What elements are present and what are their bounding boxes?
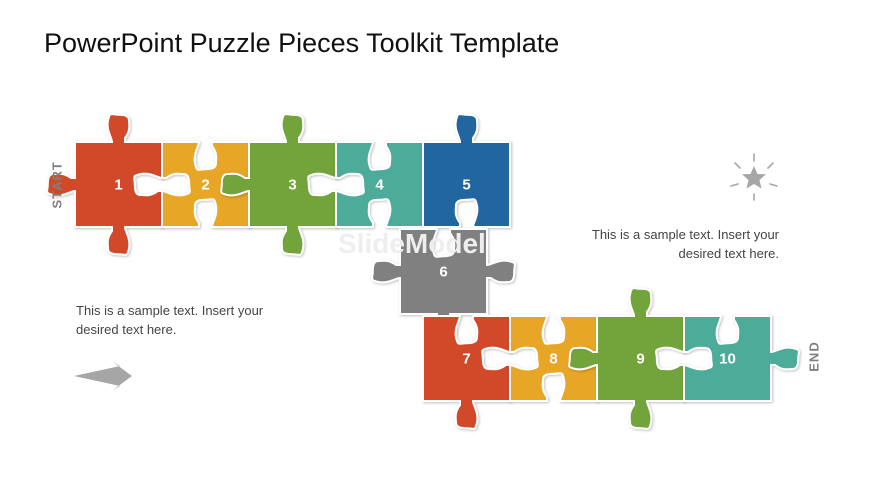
page-title: PowerPoint Puzzle Pieces Toolkit Templat… [44, 28, 560, 58]
puzzle-piece-number: 7 [462, 351, 470, 368]
puzzle-piece-number: 4 [375, 177, 384, 194]
puzzle-piece-shape [683, 315, 800, 402]
star-burst-icon [730, 153, 778, 201]
puzzle-piece-number: 5 [462, 177, 470, 194]
puzzle-piece-3: 3 [220, 113, 337, 256]
watermark-logo: SlideModel [338, 228, 486, 259]
start-label: START [49, 161, 65, 209]
sample-text-left: This is a sample text. Insert your desir… [76, 303, 264, 337]
puzzle-piece-number: 1 [114, 177, 122, 194]
puzzle-piece-7: 7 [422, 315, 511, 430]
puzzle-piece-shape [568, 287, 685, 430]
puzzle-piece-number: 8 [549, 351, 557, 368]
puzzle-piece-9: 9 [568, 287, 685, 430]
puzzle-piece-number: 3 [288, 177, 296, 194]
puzzle-piece-5: 5 [422, 113, 511, 228]
puzzle-piece-shape [371, 228, 516, 343]
arrow-right-icon [74, 362, 132, 390]
puzzle-piece-number: 10 [719, 351, 736, 368]
puzzle-piece-number: 6 [439, 264, 447, 281]
puzzle-piece-number: 2 [201, 177, 209, 194]
puzzle-piece-10: 10 [683, 315, 800, 402]
puzzle-piece-shape [422, 315, 511, 430]
puzzle-piece-number: 9 [636, 351, 644, 368]
sample-text-right: This is a sample text. Insert your desir… [591, 227, 779, 261]
puzzle-piece-shape [422, 113, 511, 228]
puzzle-piece-shape [220, 113, 337, 256]
end-label: END [806, 341, 822, 372]
puzzle-piece-6: 6 [371, 228, 516, 343]
